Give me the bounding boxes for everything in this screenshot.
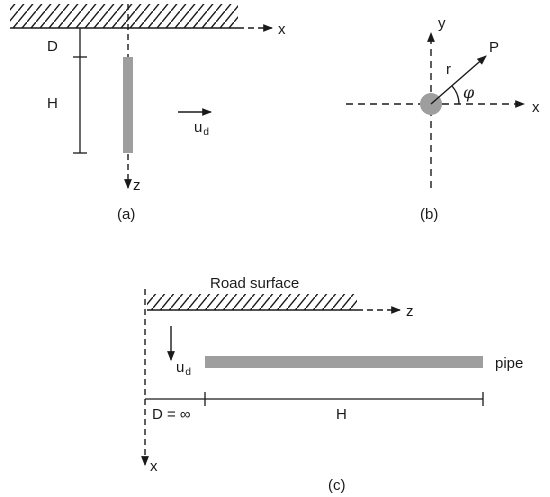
dim-H-label-a: H [47,95,58,112]
z-axis-label-a: z [133,177,141,194]
pipe-c [205,356,483,368]
caption-b: (b) [420,206,438,223]
angle-label-b: φ [463,83,475,102]
dim-D-label-a: D [47,38,58,55]
panel-b: x y P r φ (b) [346,15,540,223]
x-axis-label-c: x [150,458,158,475]
z-axis-label-c: z [406,303,414,320]
ground-hatch-c [147,294,357,310]
caption-a: (a) [117,206,135,223]
caption-c: (c) [328,477,346,494]
ground-hatch-a [10,4,238,28]
displacement-label-a: ud [194,119,209,138]
y-axis-label-b: y [438,15,446,32]
displacement-label-c: ud [176,359,191,378]
angle-arc-b [451,85,460,105]
pipe-a [123,57,133,153]
panel-a: x z D H ud (a) [10,4,286,223]
road-surface-label: Road surface [210,275,299,292]
point-label-b: P [489,39,499,56]
panel-c: Road surface z x ud pipe D = ∞ H (c) [141,275,523,494]
dim-D-label-c: D = ∞ [152,406,191,423]
dim-H-label-c: H [336,406,347,423]
x-axis-label-a: x [278,21,286,38]
pipe-label-c: pipe [495,355,523,372]
radius-label-b: r [446,61,451,78]
radius-vector-b [430,55,487,105]
x-axis-label-b: x [532,99,540,116]
